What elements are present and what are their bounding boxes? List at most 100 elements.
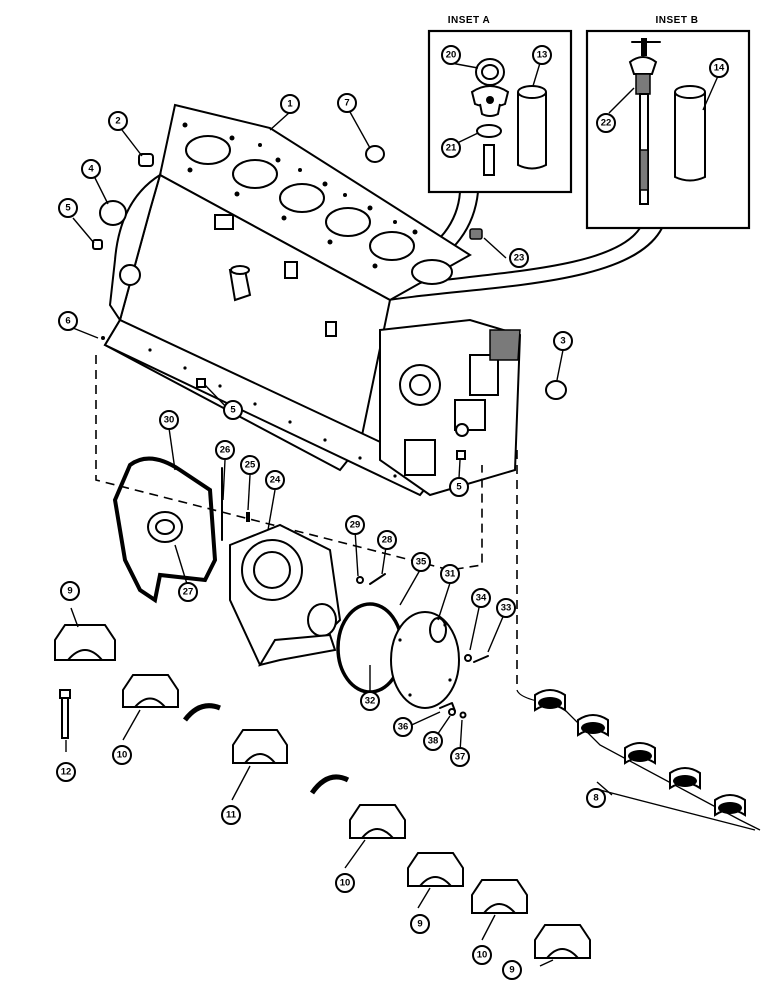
svg-text:6: 6	[65, 316, 70, 327]
svg-text:38: 38	[428, 736, 439, 747]
tube-sleeve-part	[517, 85, 547, 170]
svg-text:37: 37	[455, 752, 466, 763]
bearing-cap-11-part	[232, 729, 288, 764]
bearing-cap-9b-part	[407, 852, 464, 887]
callout-7: 7	[337, 93, 357, 113]
svg-text:22: 22	[601, 118, 612, 129]
tube-sleeve-b-part	[674, 85, 706, 182]
dipstick-tube-part	[483, 144, 495, 176]
callout-9c: 9	[502, 960, 522, 980]
callout-11: 11	[221, 805, 241, 825]
callout-27: 27	[178, 582, 198, 602]
inset-a-title: INSET A	[448, 15, 491, 26]
bearing-cap-9c-part	[534, 924, 591, 959]
svg-text:36: 36	[398, 722, 409, 733]
thrust-washer-a-part	[183, 703, 221, 722]
bolt-12-part	[59, 689, 71, 739]
callout-4: 4	[81, 159, 101, 179]
dowel-25-part	[246, 512, 250, 522]
callout-9a: 9	[60, 581, 80, 601]
callout-10a: 10	[112, 745, 132, 765]
callout-26: 26	[215, 440, 235, 460]
callout-36: 36	[393, 717, 413, 737]
svg-text:33: 33	[501, 603, 512, 614]
dipstick-cap-part	[470, 58, 510, 117]
svg-text:9: 9	[509, 965, 514, 976]
callout-14: 14	[709, 58, 729, 78]
o-ring-part	[476, 124, 502, 138]
svg-text:5: 5	[65, 203, 71, 214]
washer-34-part	[464, 654, 472, 662]
callout-31: 31	[440, 564, 460, 584]
callout-32: 32	[360, 691, 380, 711]
bolt-33-part	[473, 655, 489, 663]
svg-text:21: 21	[446, 143, 457, 154]
callout-20: 20	[441, 45, 461, 65]
callout-5b: 5	[223, 400, 243, 420]
callout-9b: 9	[410, 914, 430, 934]
svg-text:23: 23	[514, 253, 525, 264]
nut-38-part	[448, 708, 456, 716]
svg-text:5: 5	[456, 482, 462, 493]
svg-text:5: 5	[230, 405, 236, 416]
bearing-cap-10c-part	[471, 879, 528, 914]
svg-text:25: 25	[245, 460, 256, 471]
callout-21: 21	[441, 138, 461, 158]
svg-text:10: 10	[477, 950, 488, 961]
svg-text:2: 2	[115, 116, 120, 127]
bolt-28-part	[369, 573, 386, 585]
svg-text:28: 28	[382, 535, 393, 546]
callout-33: 33	[496, 598, 516, 618]
svg-text:20: 20	[446, 50, 457, 61]
svg-text:24: 24	[270, 475, 281, 486]
plug-7-part	[365, 145, 385, 163]
assembly-line-front	[95, 355, 483, 571]
callout-2: 2	[108, 111, 128, 131]
callout-10c: 10	[472, 945, 492, 965]
svg-text:10: 10	[117, 750, 128, 761]
main-bearings-8-part	[516, 689, 761, 831]
svg-text:10: 10	[340, 878, 351, 889]
callout-38: 38	[423, 731, 443, 751]
svg-text:9: 9	[417, 919, 422, 930]
plug-3-part	[545, 380, 567, 400]
svg-text:34: 34	[476, 593, 487, 604]
plug-5b-part	[196, 378, 206, 388]
svg-text:26: 26	[220, 445, 231, 456]
svg-text:13: 13	[537, 50, 548, 61]
plug-2-part	[138, 153, 154, 167]
thrust-washer-b-part	[309, 774, 350, 795]
svg-text:9: 9	[67, 586, 72, 597]
callout-30: 30	[159, 410, 179, 430]
cover-31-part	[390, 611, 460, 709]
fitting-23-part	[469, 228, 483, 240]
callout-25: 25	[240, 455, 260, 475]
svg-text:7: 7	[344, 98, 349, 109]
bearing-cap-10b-part	[349, 804, 406, 839]
svg-text:35: 35	[416, 557, 427, 568]
svg-text:1: 1	[287, 99, 293, 110]
callout-6: 6	[58, 311, 78, 331]
plug-5a-part	[92, 239, 103, 250]
dowel-6-part	[101, 336, 105, 340]
timing-housing-24-part	[229, 523, 342, 667]
callout-5a: 5	[58, 198, 78, 218]
callout-29: 29	[345, 515, 365, 535]
screw-37-part	[459, 711, 467, 719]
callout-1: 1	[280, 94, 300, 114]
svg-text:30: 30	[164, 415, 175, 426]
dipstick-part	[628, 38, 661, 205]
svg-text:29: 29	[350, 520, 361, 531]
bearing-cap-9a-part	[54, 624, 116, 661]
plug-5c-part	[456, 450, 466, 460]
callout-3: 3	[553, 331, 573, 351]
seal-27-part	[147, 511, 183, 543]
inset-b-title: INSET B	[656, 15, 699, 26]
callout-10b: 10	[335, 873, 355, 893]
svg-text:27: 27	[183, 587, 194, 598]
washer-29-part	[356, 576, 364, 584]
callout-28: 28	[377, 530, 397, 550]
gasket-30-part	[112, 456, 218, 604]
callout-23: 23	[509, 248, 529, 268]
